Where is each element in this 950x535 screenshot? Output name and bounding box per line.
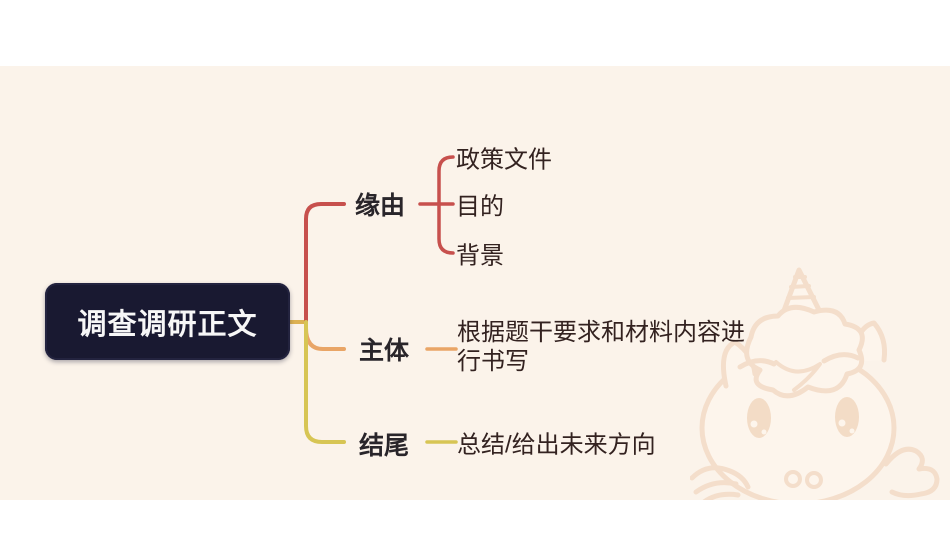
child-node-write-per-requirements: 根据题干要求和材料内容进行书写: [457, 319, 745, 375]
branch-node-origin: 缘由: [355, 192, 406, 220]
child-node-policy-docs: 政策文件: [456, 146, 552, 174]
child-node-summary-future: 总结/给出未来方向: [457, 431, 656, 459]
child-node-background: 背景: [456, 242, 504, 270]
connector-lines: [287, 155, 458, 444]
child-node-purpose: 目的: [456, 193, 504, 221]
mindmap-canvas: 调查调研正文 缘由 主体 结尾 政策文件 目的 背景 根据题干要求和材料内容进行…: [0, 66, 950, 500]
branch-node-body: 主体: [359, 337, 410, 365]
root-node: 调查调研正文: [45, 283, 290, 360]
unicorn-mascot-watermark-icon: [690, 267, 940, 500]
branch-node-ending: 结尾: [359, 432, 410, 460]
